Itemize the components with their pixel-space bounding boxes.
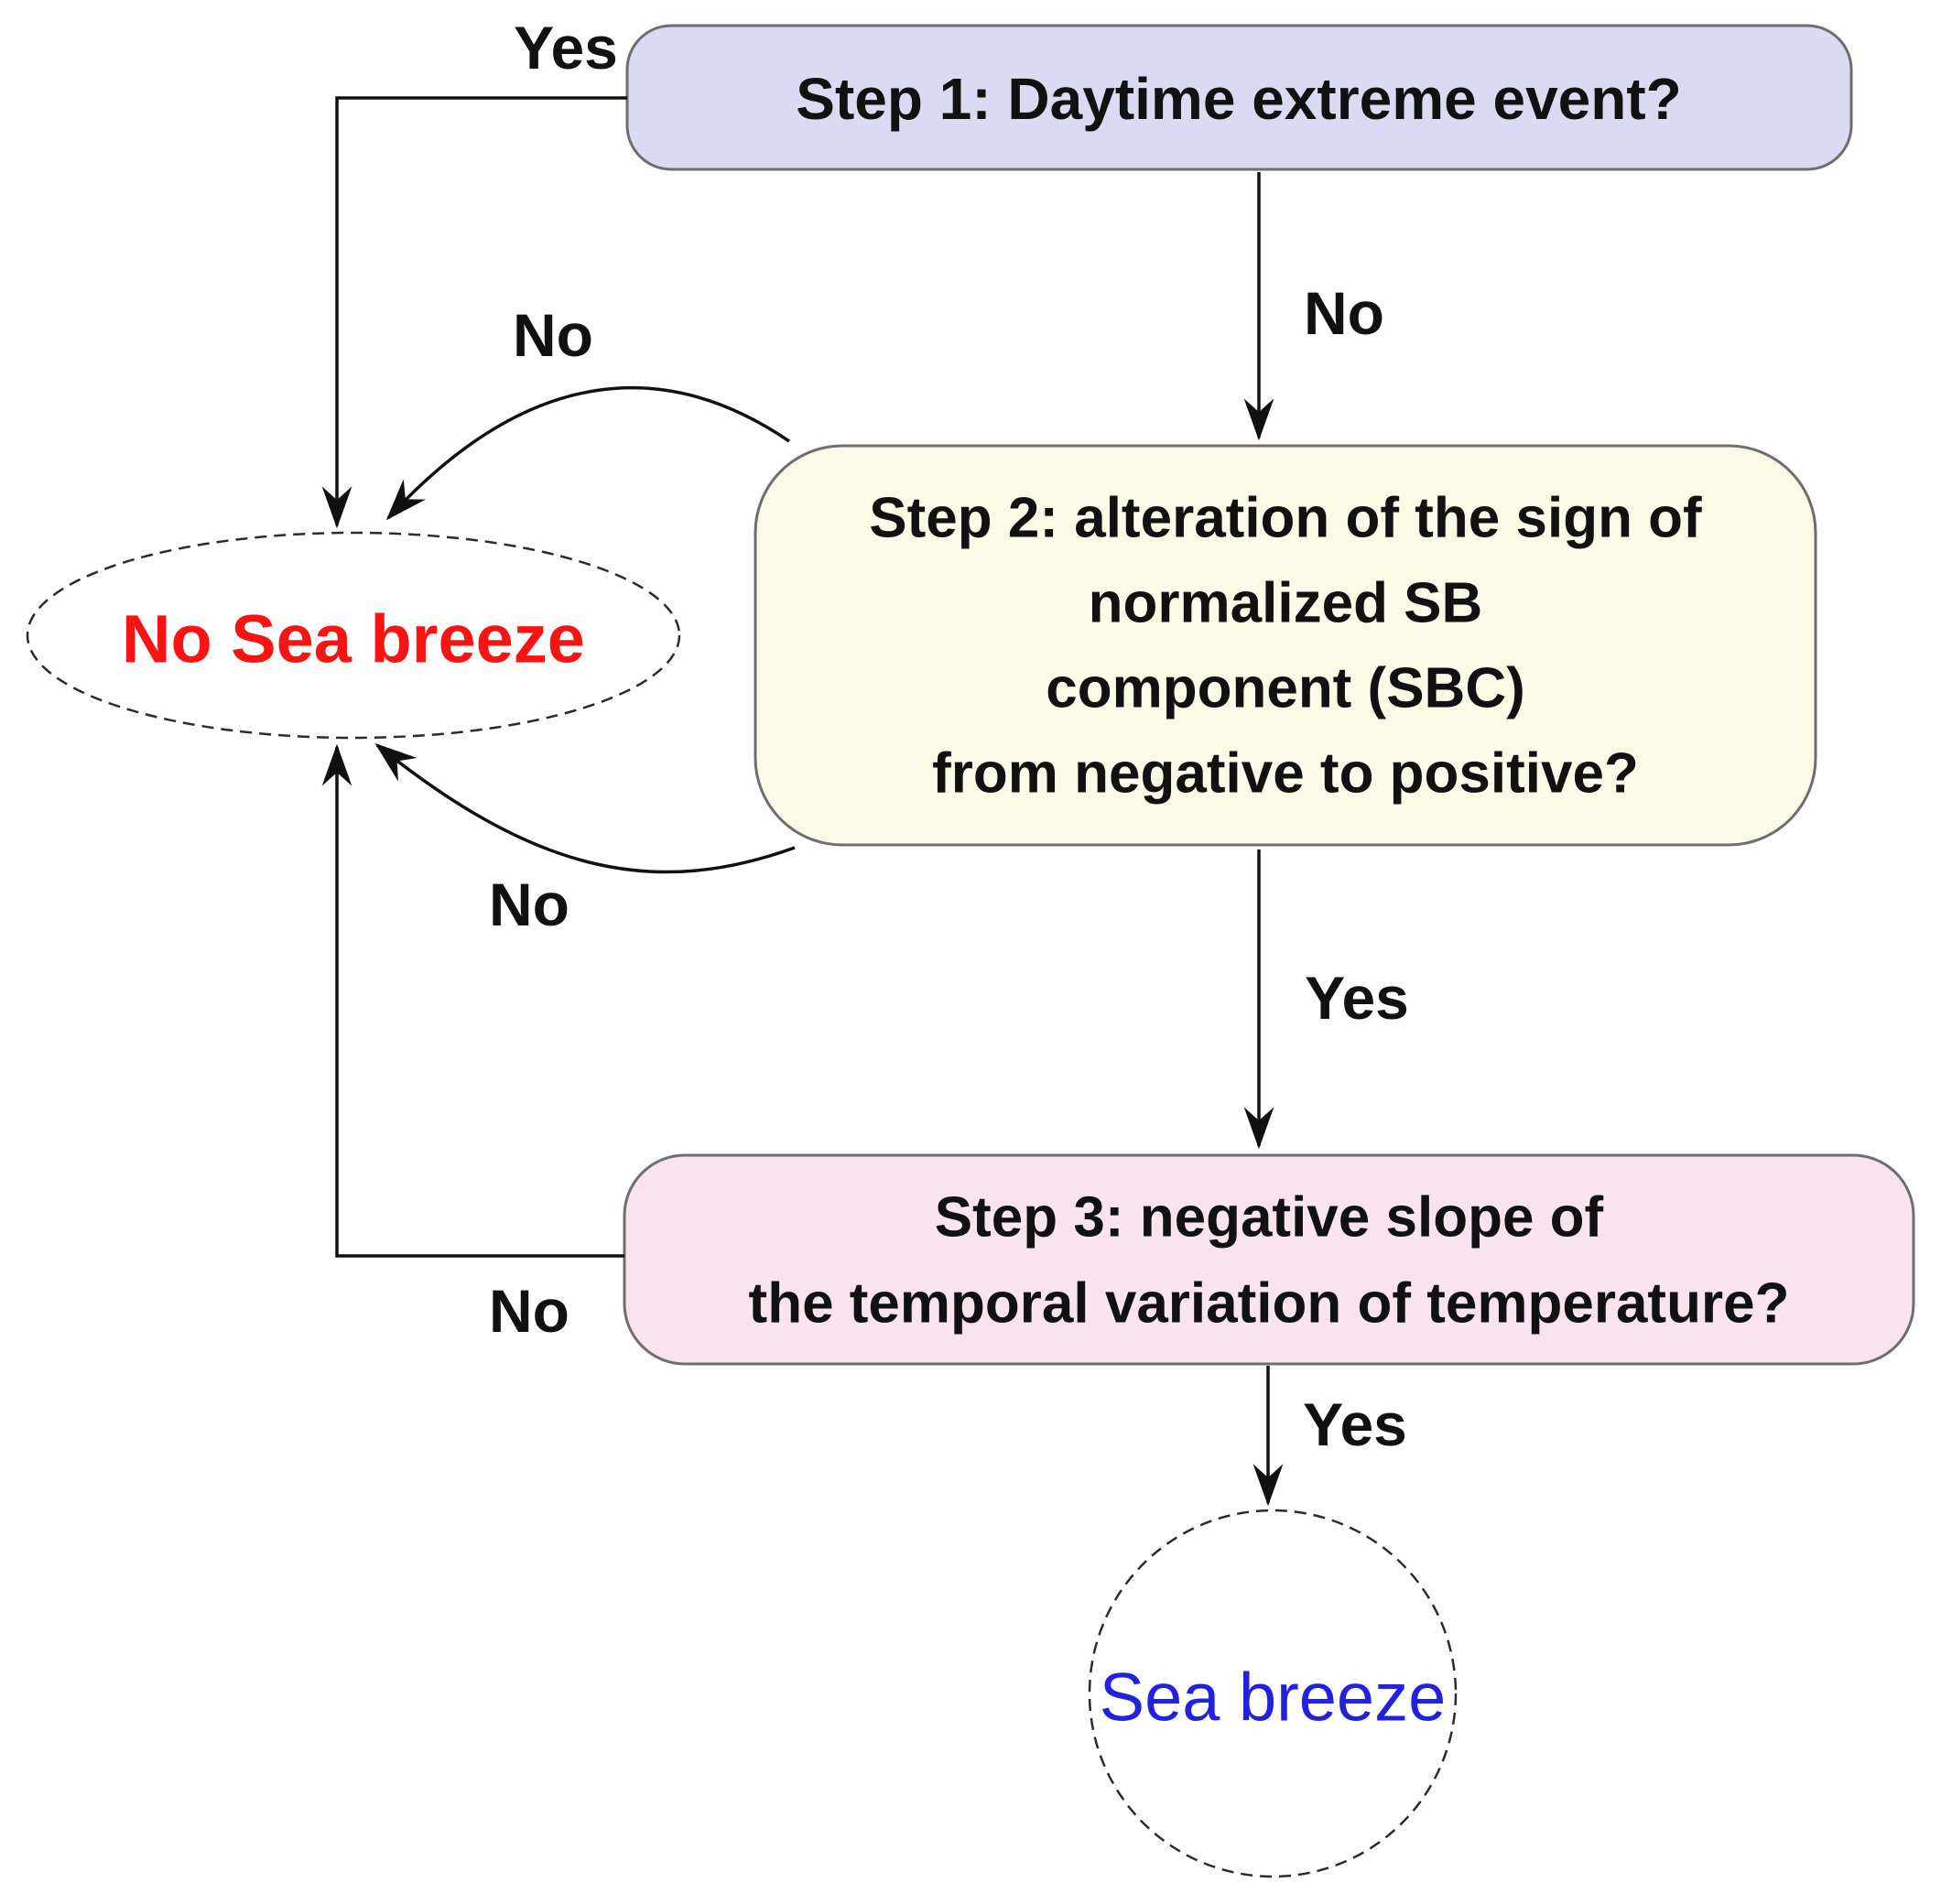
- edge-step3-yes-label: Yes: [1303, 1390, 1407, 1458]
- edge-step1-yes-arrow: [321, 96, 627, 529]
- edge-step3-no-arrow: [321, 743, 624, 1258]
- edge-step2-no-top-arrow: [385, 385, 790, 521]
- step2-label-line4: from negative to positive?: [932, 742, 1639, 806]
- sea-breeze-label: Sea breeze: [1100, 1660, 1447, 1736]
- step2-label-line2: normalized SB: [1089, 572, 1483, 635]
- no-sea-breeze-label: No Sea breeze: [122, 601, 585, 677]
- step3-label-line1: Step 3: negative slope of: [935, 1186, 1604, 1250]
- edge-step1-no-label: No: [1304, 279, 1384, 347]
- edge-step1-yes-label: Yes: [514, 14, 618, 81]
- node-no-sea-breeze: No Sea breeze: [26, 531, 681, 740]
- edge-step2-no-top-label: No: [513, 301, 593, 369]
- step3-box: [623, 1153, 1915, 1366]
- step2-label-line1: Step 2: alteration of the sign of: [869, 487, 1702, 550]
- edge-step2-no-bottom-label: No: [489, 871, 569, 938]
- sea-breeze-circle: [1088, 1509, 1458, 1878]
- step2-box: [754, 444, 1817, 847]
- step1-label: Step 1: Daytime extreme event?: [796, 66, 1682, 132]
- node-step1: Step 1: Daytime extreme event?: [625, 24, 1853, 171]
- edge-step2-no-bottom-arrow: [374, 742, 796, 874]
- step3-label-line2: the temporal variation of temperature?: [749, 1272, 1790, 1336]
- node-step2: Step 2: alteration of the sign of normal…: [754, 444, 1817, 847]
- edge-step3-no-label: No: [489, 1277, 569, 1345]
- node-step3: Step 3: negative slope of the temporal v…: [623, 1153, 1915, 1366]
- edge-step2-yes-label: Yes: [1305, 964, 1409, 1032]
- no-sea-breeze-ellipse: [26, 531, 681, 740]
- step2-label-line3: component (SBC): [1046, 657, 1525, 720]
- node-sea-breeze: Sea breeze: [1088, 1509, 1458, 1878]
